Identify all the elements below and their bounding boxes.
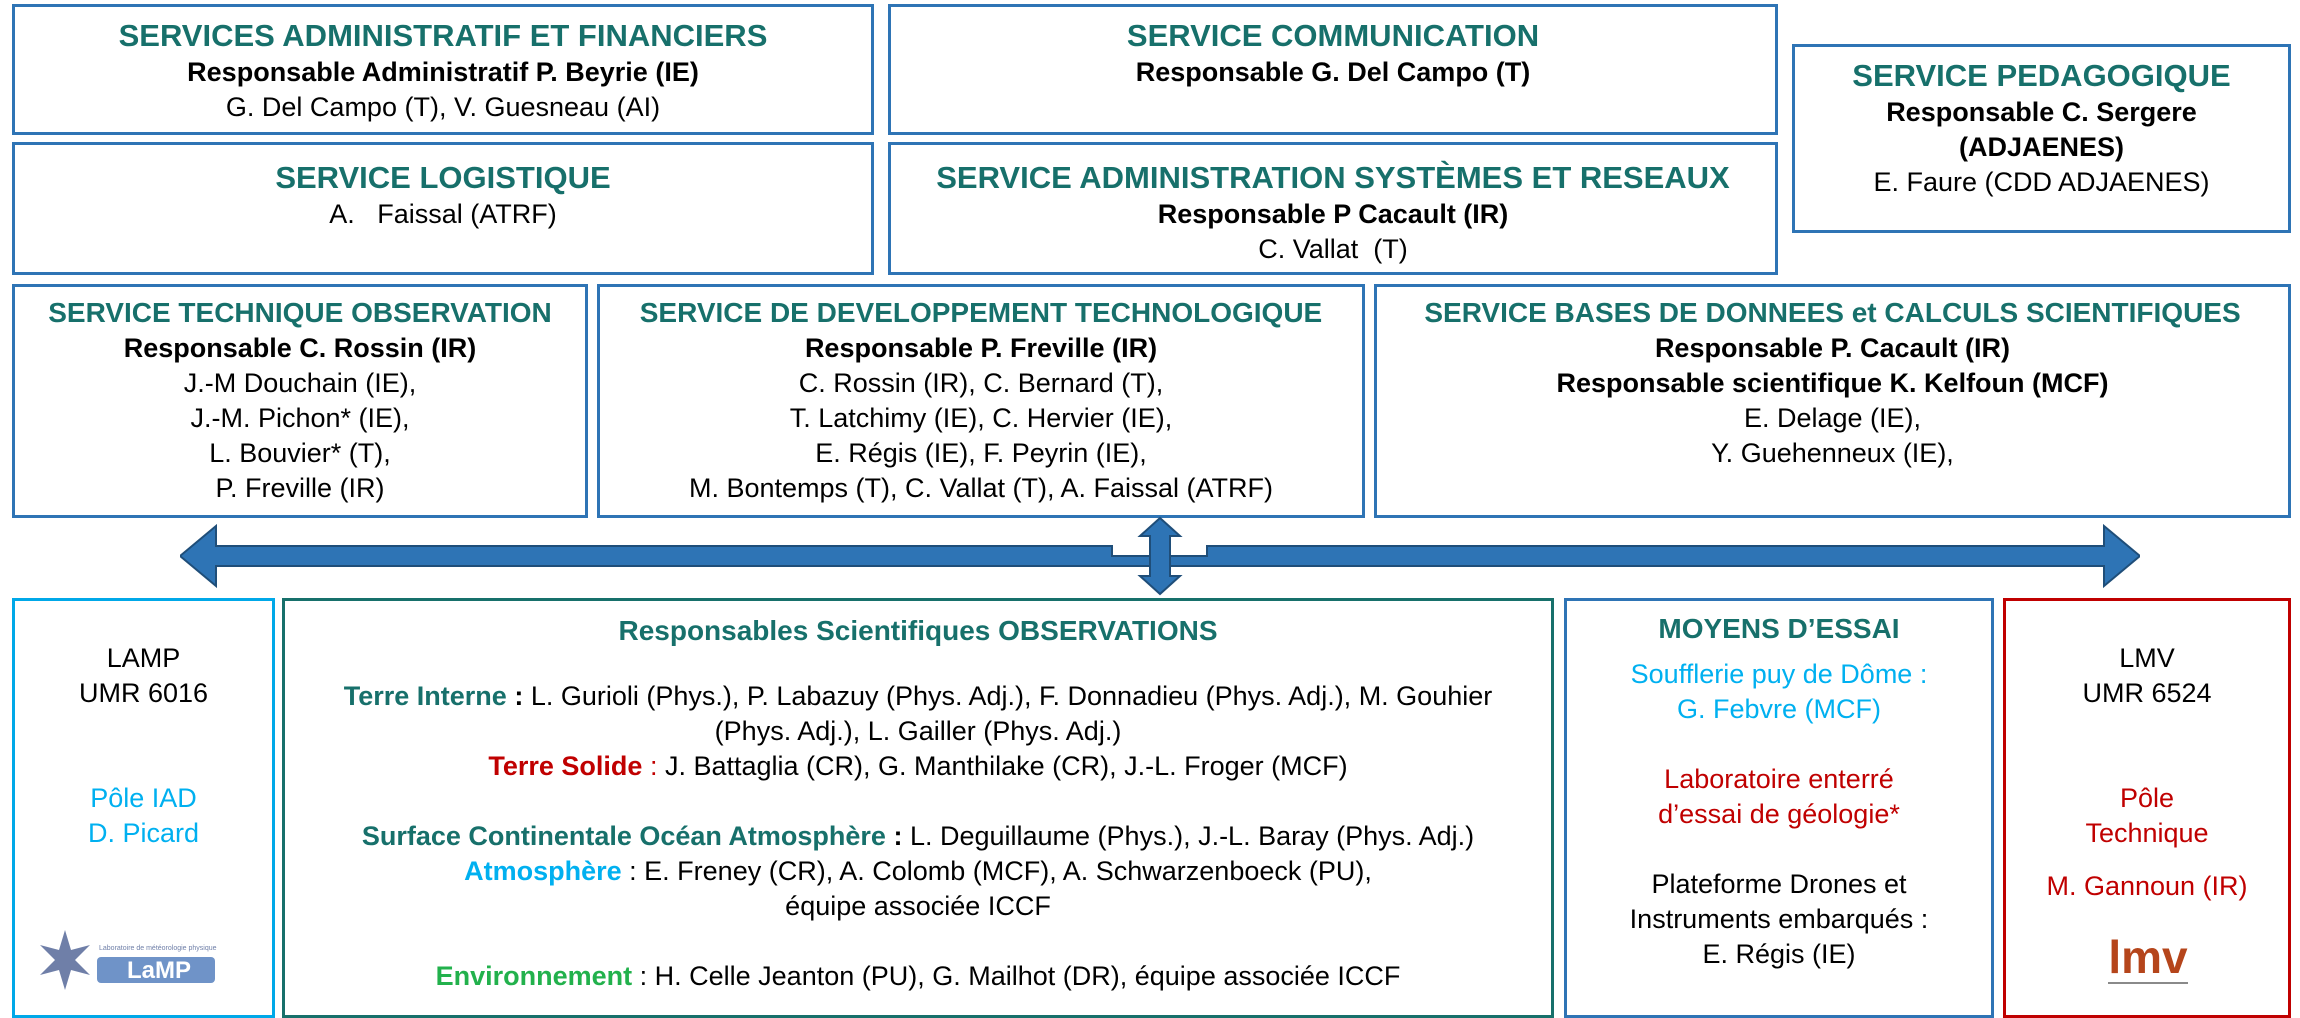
soufflerie-line-2: G. Febvre (MCF): [1676, 694, 1881, 724]
service-admin-sys-responsable: Responsable P Cacault (IR): [1157, 199, 1509, 229]
lamp-pole-person: D. Picard: [87, 818, 200, 848]
snowflake-icon: [40, 930, 90, 990]
service-dev-tech-responsable: Responsable P. Freville (IR): [804, 333, 1158, 363]
service-admin-sys-title: SERVICE ADMINISTRATION SYSTÈMES ET RESEA…: [936, 160, 1730, 195]
service-dev-tech-member: M. Bontemps (T), C. Vallat (T), A. Faiss…: [688, 473, 1274, 503]
service-logistique-members: A. Faissal (ATRF): [329, 199, 557, 229]
environnement-text: H. Celle Jeanton (PU), G. Mailhot (DR), …: [654, 961, 1401, 991]
terre-interne-block: Terre Interne : L. Gurioli (Phys.), P. L…: [285, 679, 1551, 749]
terre-solide-block: Terre Solide : J. Battaglia (CR), G. Man…: [285, 749, 1551, 784]
lmv-box: LMV UMR 6524 Pôle Technique M. Gannoun (…: [2003, 598, 2291, 1018]
link-arrow: [180, 516, 2140, 596]
moyens-essai-title: MOYENS D’ESSAI: [1658, 613, 1900, 644]
surface-block: Surface Continentale Océan Atmosphère : …: [285, 819, 1551, 854]
service-dev-tech-member: T. Latchimy (IE), C. Hervier (IE),: [789, 403, 1173, 433]
service-pedagogique-responsable-grade: (ADJAENES): [1958, 132, 2125, 162]
atmosphere-text-2: équipe associée ICCF: [785, 891, 1051, 921]
service-logistique-title: SERVICE LOGISTIQUE: [275, 160, 611, 195]
drones-line-3: E. Régis (IE): [1702, 939, 1856, 969]
drones-line-1: Plateforme Drones et: [1651, 869, 1907, 899]
service-admin-fin-title: SERVICES ADMINISTRATIF ET FINANCIERS: [118, 18, 768, 53]
service-admin-fin-responsable: Responsable Administratif P. Beyrie (IE): [187, 57, 699, 87]
service-tech-obs-member: L. Bouvier* (T),: [209, 438, 391, 468]
lmv-pole-2: Technique: [2085, 818, 2209, 848]
lmv-name: LMV: [2119, 643, 2175, 673]
terre-solide-text: J. Battaglia (CR), G. Manthilake (CR), J…: [664, 751, 1348, 781]
service-pedagogique-members: E. Faure (CDD ADJAENES): [1873, 167, 2210, 197]
service-dev-tech-member: C. Rossin (IR), C. Bernard (T),: [798, 368, 1164, 398]
service-bdd-responsable: Responsable P. Cacault (IR): [1654, 333, 2011, 363]
service-communication-title: SERVICE COMMUNICATION: [1126, 18, 1540, 53]
service-tech-obs-box: SERVICE TECHNIQUE OBSERVATION Responsabl…: [12, 284, 588, 518]
service-communication-box: SERVICE COMMUNICATION Responsable G. Del…: [888, 4, 1778, 135]
lamp-umr: UMR 6016: [78, 678, 209, 708]
service-admin-sys-members: C. Vallat (T): [1258, 234, 1408, 264]
service-dev-tech-box: SERVICE DE DEVELOPPEMENT TECHNOLOGIQUE R…: [597, 284, 1365, 518]
terre-solide-label: Terre Solide: [488, 751, 643, 781]
labo-line-2: d’essai de géologie*: [1658, 799, 1900, 829]
service-pedagogique-title: SERVICE PEDAGOGIQUE: [1852, 58, 2231, 93]
service-bdd-member: Y. Guehenneux (IE),: [1711, 438, 1954, 468]
service-logistique-box: SERVICE LOGISTIQUE A. Faissal (ATRF): [12, 142, 874, 275]
environnement-label: Environnement: [435, 961, 633, 991]
terre-interne-text: L. Gurioli (Phys.), P. Labazuy (Phys. Ad…: [530, 681, 1493, 746]
observations-box: Responsables Scientifiques OBSERVATIONS …: [282, 598, 1554, 1018]
service-dev-tech-title: SERVICE DE DEVELOPPEMENT TECHNOLOGIQUE: [639, 297, 1323, 328]
lmv-logo-word: lmv: [2108, 931, 2188, 983]
lmv-umr: UMR 6524: [2082, 678, 2212, 708]
service-admin-fin-members: G. Del Campo (T), V. Guesneau (AI): [225, 92, 661, 122]
lamp-box: LAMP UMR 6016 Pôle IAD D. Picard LaMP La…: [12, 598, 275, 1018]
observations-title: Responsables Scientifiques OBSERVATIONS: [618, 615, 1218, 646]
soufflerie-line-1: Soufflerie puy de Dôme :: [1630, 659, 1928, 689]
lamp-logo-text: Laboratoire de météorologie physique: [99, 945, 217, 952]
moyens-essai-box: MOYENS D’ESSAI Soufflerie puy de Dôme : …: [1564, 598, 1994, 1018]
surface-text: L. Deguillaume (Phys.), J.-L. Baray (Phy…: [909, 821, 1475, 851]
labo-line-1: Laboratoire enterré: [1664, 764, 1894, 794]
service-bdd-member: E. Delage (IE),: [1743, 403, 1922, 433]
service-communication-responsable: Responsable G. Del Campo (T): [1135, 57, 1531, 87]
service-tech-obs-responsable: Responsable C. Rossin (IR): [123, 333, 477, 363]
service-tech-obs-title: SERVICE TECHNIQUE OBSERVATION: [48, 297, 552, 328]
terre-solide-sep: :: [642, 751, 665, 781]
lamp-pole: Pôle IAD: [90, 783, 197, 813]
lmv-logo: lmv: [2108, 931, 2188, 984]
atmosphere-sep: :: [621, 856, 645, 886]
service-tech-obs-member: J.-M. Pichon* (IE),: [190, 403, 410, 433]
terre-interne-label: Terre Interne: [343, 681, 507, 711]
terre-interne-sep: :: [506, 681, 531, 711]
service-bdd-responsable-scientifique: Responsable scientifique K. Kelfoun (MCF…: [1556, 368, 2109, 398]
lmv-person: M. Gannoun (IR): [2046, 871, 2248, 901]
lamp-logo-word: LaMP: [127, 957, 191, 984]
lamp-logo: LaMP Laboratoire de météorologie physiqu…: [40, 930, 217, 990]
atmosphere-block: Atmosphère : E. Freney (CR), A. Colomb (…: [285, 854, 1551, 889]
surface-label: Surface Continentale Océan Atmosphère: [361, 821, 886, 851]
service-pedagogique-box: SERVICE PEDAGOGIQUE Responsable C. Serge…: [1792, 44, 2291, 233]
drones-line-2: Instruments embarqués :: [1629, 904, 1929, 934]
service-bdd-title: SERVICE BASES DE DONNEES et CALCULS SCIE…: [1424, 297, 2241, 328]
atmosphere-text: E. Freney (CR), A. Colomb (MCF), A. Schw…: [644, 856, 1372, 886]
service-admin-fin-box: SERVICES ADMINISTRATIF ET FINANCIERS Res…: [12, 4, 874, 135]
atmosphere-label: Atmosphère: [464, 856, 622, 886]
lmv-pole-1: Pôle: [2119, 783, 2175, 813]
service-dev-tech-member: E. Régis (IE), F. Peyrin (IE),: [815, 438, 1147, 468]
service-tech-obs-member: P. Freville (IR): [215, 473, 385, 503]
service-admin-sys-box: SERVICE ADMINISTRATION SYSTÈMES ET RESEA…: [888, 142, 1778, 275]
service-tech-obs-member: J.-M Douchain (IE),: [183, 368, 417, 398]
lamp-logo-bar: [97, 957, 215, 983]
surface-sep: :: [885, 821, 910, 851]
service-bdd-box: SERVICE BASES DE DONNEES et CALCULS SCIE…: [1374, 284, 2291, 518]
vertical-double-arrow: [1137, 516, 1183, 596]
lamp-name: LAMP: [106, 643, 181, 673]
service-pedagogique-responsable: Responsable C. Sergere: [1886, 97, 2197, 127]
environnement-block: Environnement : H. Celle Jeanton (PU), G…: [285, 959, 1551, 994]
environnement-sep: :: [632, 961, 655, 991]
